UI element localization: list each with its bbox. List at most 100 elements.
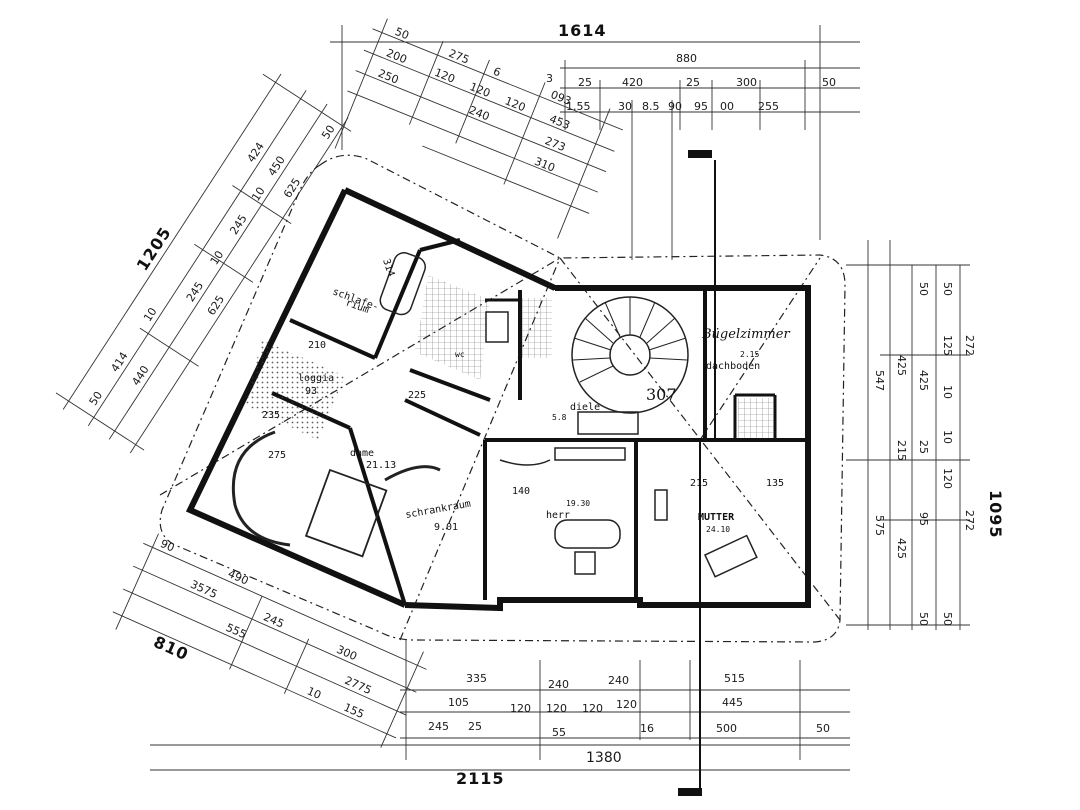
loggia-hatch — [245, 340, 345, 440]
dim-label: 16 — [640, 722, 654, 735]
dim-label: 120 — [503, 94, 527, 114]
room-diele-label: diele — [570, 402, 600, 413]
room-dachboden-label: dachboden — [706, 361, 760, 372]
dim-label: 120 — [582, 702, 603, 715]
dim-label: 25 — [917, 440, 930, 454]
room-mutter-area: 24.10 — [706, 525, 730, 534]
wardrobe — [554, 447, 626, 461]
appliance — [654, 489, 668, 521]
dim-label: 240 — [548, 678, 569, 691]
exterior-walls — [185, 187, 811, 612]
spiral-staircase — [571, 296, 689, 414]
dim-r275: 275 — [268, 450, 286, 461]
dim-label: 420 — [622, 76, 643, 89]
room-schrankraum-area: 9.01 — [434, 522, 458, 533]
dim-label: 245 — [428, 720, 449, 733]
room-mutter-label: MUTTER — [698, 512, 735, 523]
room-dame-label: dame — [350, 448, 374, 459]
dim-label: 8.5 — [642, 100, 660, 113]
bed — [304, 468, 388, 558]
dim-label: 200 — [384, 46, 408, 66]
dim-label: 445 — [722, 696, 743, 709]
room-herr-label: herr — [546, 510, 570, 521]
curved-wall-dame — [231, 430, 291, 547]
room-wc-label: wc — [455, 350, 465, 359]
section-line — [678, 150, 716, 796]
dim-r215: 215 — [690, 478, 708, 489]
room-herr-area: 19.30 — [566, 499, 590, 508]
dim-label: 90 — [668, 100, 682, 113]
dim-right-total: 1095 — [986, 490, 1005, 539]
dim-label: 00 — [720, 100, 734, 113]
dim-bottom-mid: 1380 — [586, 750, 622, 766]
dim-label: 625 — [205, 293, 227, 318]
dim-label: 10 — [141, 305, 160, 324]
dim-label: 310 — [533, 155, 557, 175]
dim-label: 245 — [261, 610, 285, 630]
dim-r135: 135 — [766, 478, 784, 489]
interior-walls — [271, 238, 808, 606]
dim-label: 30 — [618, 100, 632, 113]
dim-label: 414 — [108, 350, 130, 375]
dim-label: 105 — [448, 696, 469, 709]
dim-label: 240 — [467, 103, 491, 123]
dim-label: 453 — [548, 112, 572, 132]
dim-label: 50 — [319, 123, 338, 142]
dim-label: 10 — [208, 248, 227, 267]
dim-label: 10 — [941, 385, 954, 399]
section-marker-bottom — [678, 788, 702, 796]
dim-label: 625 — [281, 176, 303, 201]
storage-tile — [738, 398, 773, 438]
dim-label: 10 — [941, 430, 954, 444]
dim-label: 50 — [917, 612, 930, 626]
desk — [554, 519, 621, 549]
dim-label: 120 — [941, 468, 954, 489]
room-buegel-area: 2.15 — [740, 350, 759, 359]
dim-label: 425 — [917, 370, 930, 391]
dim-label: 555 — [224, 621, 248, 641]
dim-label: 50 — [917, 282, 930, 296]
section-marker-top — [688, 150, 712, 158]
dim-label: 424 — [245, 140, 267, 165]
dim-label: 55 — [552, 726, 566, 739]
dim-label: 575 — [873, 515, 886, 536]
dim-label: 25 — [686, 76, 700, 89]
dim-lower-left-total: 810 — [151, 632, 192, 664]
dim-label: 490 — [226, 567, 250, 587]
dim-label: 10 — [305, 684, 323, 702]
dim-label: 515 — [724, 672, 745, 685]
dim-label: 215 — [895, 440, 908, 461]
room-center-number: 307 — [646, 385, 677, 404]
dim-label: 440 — [129, 363, 151, 388]
dim-label: 50 — [941, 612, 954, 626]
dim-label: 275 — [447, 47, 471, 67]
dim-label: 240 — [608, 674, 629, 687]
dim-label: 95 — [694, 100, 708, 113]
room-dame-area: 21.13 — [366, 460, 396, 471]
dim-r140: 140 — [512, 486, 530, 497]
dim-label: 245 — [184, 279, 206, 304]
dim-label: 272 — [963, 510, 976, 531]
dim-label: 547 — [873, 370, 886, 391]
dim-label: 3 — [546, 72, 553, 85]
dim-label: 120 — [468, 80, 492, 100]
dim-label: 10 — [249, 185, 268, 204]
lower-left-dimension-lines: 490 3575 245 300 555 2775 10 155 90 810 — [112, 533, 427, 748]
dim-label: 120 — [546, 702, 567, 715]
dim-top-right-total: 880 — [676, 52, 697, 65]
right-dims: 50 50 125 272 547 425 10 425 215 25 10 9… — [873, 282, 976, 626]
dim-label: 120 — [616, 698, 637, 711]
dim-label: 90 — [158, 537, 176, 555]
top-row1-dims: 3 25 420 25 300 50 — [546, 72, 836, 89]
dim-label: 273 — [543, 134, 567, 154]
bathtub — [379, 252, 427, 316]
upper-left-dimension-lines: 50 275 6 093 200 120 120 120 453 250 240… — [334, 18, 624, 239]
dim-label: 50 — [816, 722, 830, 735]
dim-label: 125 — [941, 335, 954, 356]
room-schlafzimmer-area: 314 — [380, 258, 396, 279]
dim-label: 245 — [227, 212, 249, 237]
sofa — [704, 534, 758, 578]
dim-label: 6 — [491, 65, 502, 80]
counter — [577, 411, 639, 435]
